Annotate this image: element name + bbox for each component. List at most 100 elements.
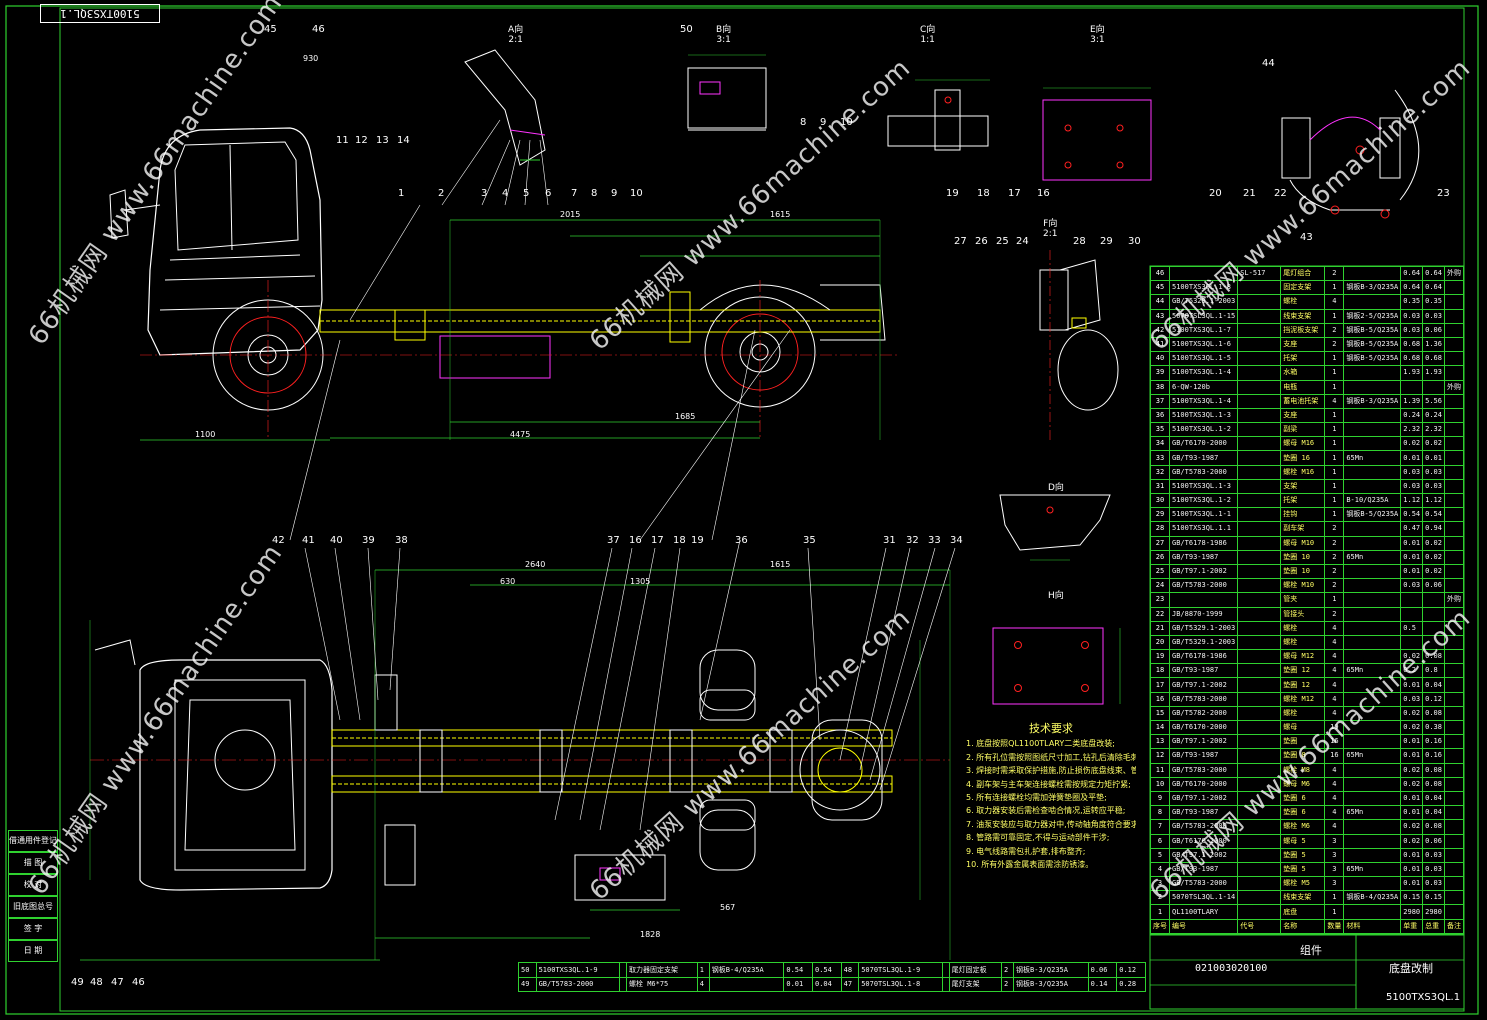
ref-number: 3 (481, 188, 488, 199)
bom-cell: 19 (1150, 649, 1170, 665)
ref-number: 49 (71, 977, 84, 988)
bom-cell: 5100TXS3QL.1-1 (1168, 507, 1239, 523)
bottom-bom-cell: 0.06 (1087, 962, 1118, 978)
bom-cell (1237, 492, 1282, 509)
bom-cell: 1 (1324, 890, 1345, 906)
bom-cell: GB/T5783-2000 (1168, 691, 1239, 707)
dimension-text: 567 (720, 903, 736, 912)
bom-cell (1444, 578, 1464, 594)
bom-cell: 65Mn (1343, 748, 1402, 764)
detail-view-d (999, 494, 1111, 561)
bom-cell (1237, 379, 1282, 395)
bottom-bom-cell: 5070TSL3QL.1-9 (858, 962, 944, 978)
bom-cell: GB/T6170-2000 (1168, 776, 1239, 792)
ref-number: 22 (1274, 188, 1287, 199)
bom-header-cell: 名称 (1280, 918, 1326, 934)
bom-cell: 0.04 (1422, 805, 1445, 821)
bom-cell (1237, 393, 1282, 409)
bom-cell: 钢板2-5/Q235A (1343, 308, 1402, 324)
bom-cell: 1.12 (1400, 492, 1424, 509)
bom-cell (1444, 549, 1464, 565)
bom-cell (1237, 578, 1282, 594)
ref-number: 5 (523, 188, 530, 199)
bom-cell (1343, 819, 1402, 835)
bom-cell: 0.02 (1400, 776, 1424, 792)
bom-cell (1237, 478, 1282, 495)
bom-cell: 1.93 (1422, 365, 1445, 381)
bom-cell (1237, 592, 1282, 608)
bom-cell (1444, 663, 1464, 679)
bom-cell: 18 (1150, 663, 1170, 679)
bom-cell: 1 (1150, 904, 1170, 920)
bom-header-cell: 材料 (1343, 918, 1402, 934)
ref-number: 12 (355, 135, 368, 146)
ref-number: 2 (438, 188, 445, 199)
bom-cell (1444, 351, 1464, 367)
bom-cell: 0.16 (1422, 748, 1445, 764)
tech-requirement-item: 1. 底盘按照QL1100TLARY二类底盘改装; (966, 739, 1115, 749)
ref-number: 33 (928, 535, 941, 546)
ref-number: 47 (111, 977, 124, 988)
bom-cell (1444, 478, 1464, 495)
bom-cell: GB/T93-1987 (1168, 549, 1239, 565)
bom-cell: 12 (1150, 748, 1170, 764)
bom-cell (1343, 294, 1402, 310)
tech-requirement-item: 6. 取力器安装后需检查啮合情况,运转应平稳; (966, 806, 1126, 816)
bom-cell: 1 (1324, 492, 1345, 509)
bom-cell (1237, 876, 1282, 892)
dimension-text: 1828 (640, 930, 661, 939)
ref-number: 48 (90, 977, 103, 988)
bom-cell: 2 (1324, 549, 1345, 565)
bottom-bom-cell: 1 (696, 962, 710, 978)
bom-cell: 8 (1150, 805, 1170, 821)
tech-requirement-item: 10. 所有外露金属表面需涂防锈漆。 (966, 860, 1094, 870)
bom-cell (1237, 308, 1282, 324)
bom-cell: 挡泥板支架 (1280, 322, 1326, 338)
view-label-h: H向 (1048, 591, 1064, 601)
ref-number: 44 (1262, 58, 1275, 69)
ref-number: 28 (1073, 236, 1086, 247)
bom-cell: 0.35 (1400, 294, 1424, 310)
bom-cell (1444, 790, 1464, 807)
bom-cell: 2 (1324, 535, 1345, 551)
dimension-text: 2640 (525, 560, 546, 569)
ref-number: 40 (330, 535, 343, 546)
bom-cell: 螺母 M16 (1280, 436, 1326, 452)
bom-cell: 0.24 (1400, 407, 1424, 424)
bom-cell: 0.01 (1400, 805, 1424, 821)
drawing-code: 5100TXS3QL.1 (1386, 992, 1461, 1003)
bom-cell: 0.64 (1422, 265, 1445, 282)
bom-cell: 钢板B-5/Q235A (1343, 336, 1402, 353)
ref-number: 19 (691, 535, 704, 546)
bom-cell: 0.54 (1422, 507, 1445, 523)
ref-number: 35 (803, 535, 816, 546)
bom-cell: 3 (1324, 861, 1345, 878)
bom-cell (1444, 890, 1464, 906)
ref-number: 8 (800, 117, 807, 128)
bom-cell (1237, 606, 1282, 622)
left-block-cell: 借通用件登记 (8, 830, 58, 852)
bottom-bom-cell (708, 976, 785, 992)
bom-cell: 5.56 (1422, 393, 1445, 409)
bom-cell: 20 (1150, 634, 1170, 651)
bom-cell (1444, 422, 1464, 438)
bom-cell: 2 (1324, 606, 1345, 622)
bom-cell: 0.35 (1422, 294, 1445, 310)
bom-header-cell: 备注 (1444, 918, 1464, 934)
bom-cell: QL1100TLARY (1168, 904, 1239, 920)
bom-cell (1237, 294, 1282, 310)
bom-cell: 钢板B-3/Q235A (1343, 280, 1402, 296)
bom-cell: 33 (1150, 450, 1170, 466)
bom-cell (1343, 790, 1402, 807)
bom-cell (1444, 535, 1464, 551)
bom-cell (1444, 322, 1464, 338)
